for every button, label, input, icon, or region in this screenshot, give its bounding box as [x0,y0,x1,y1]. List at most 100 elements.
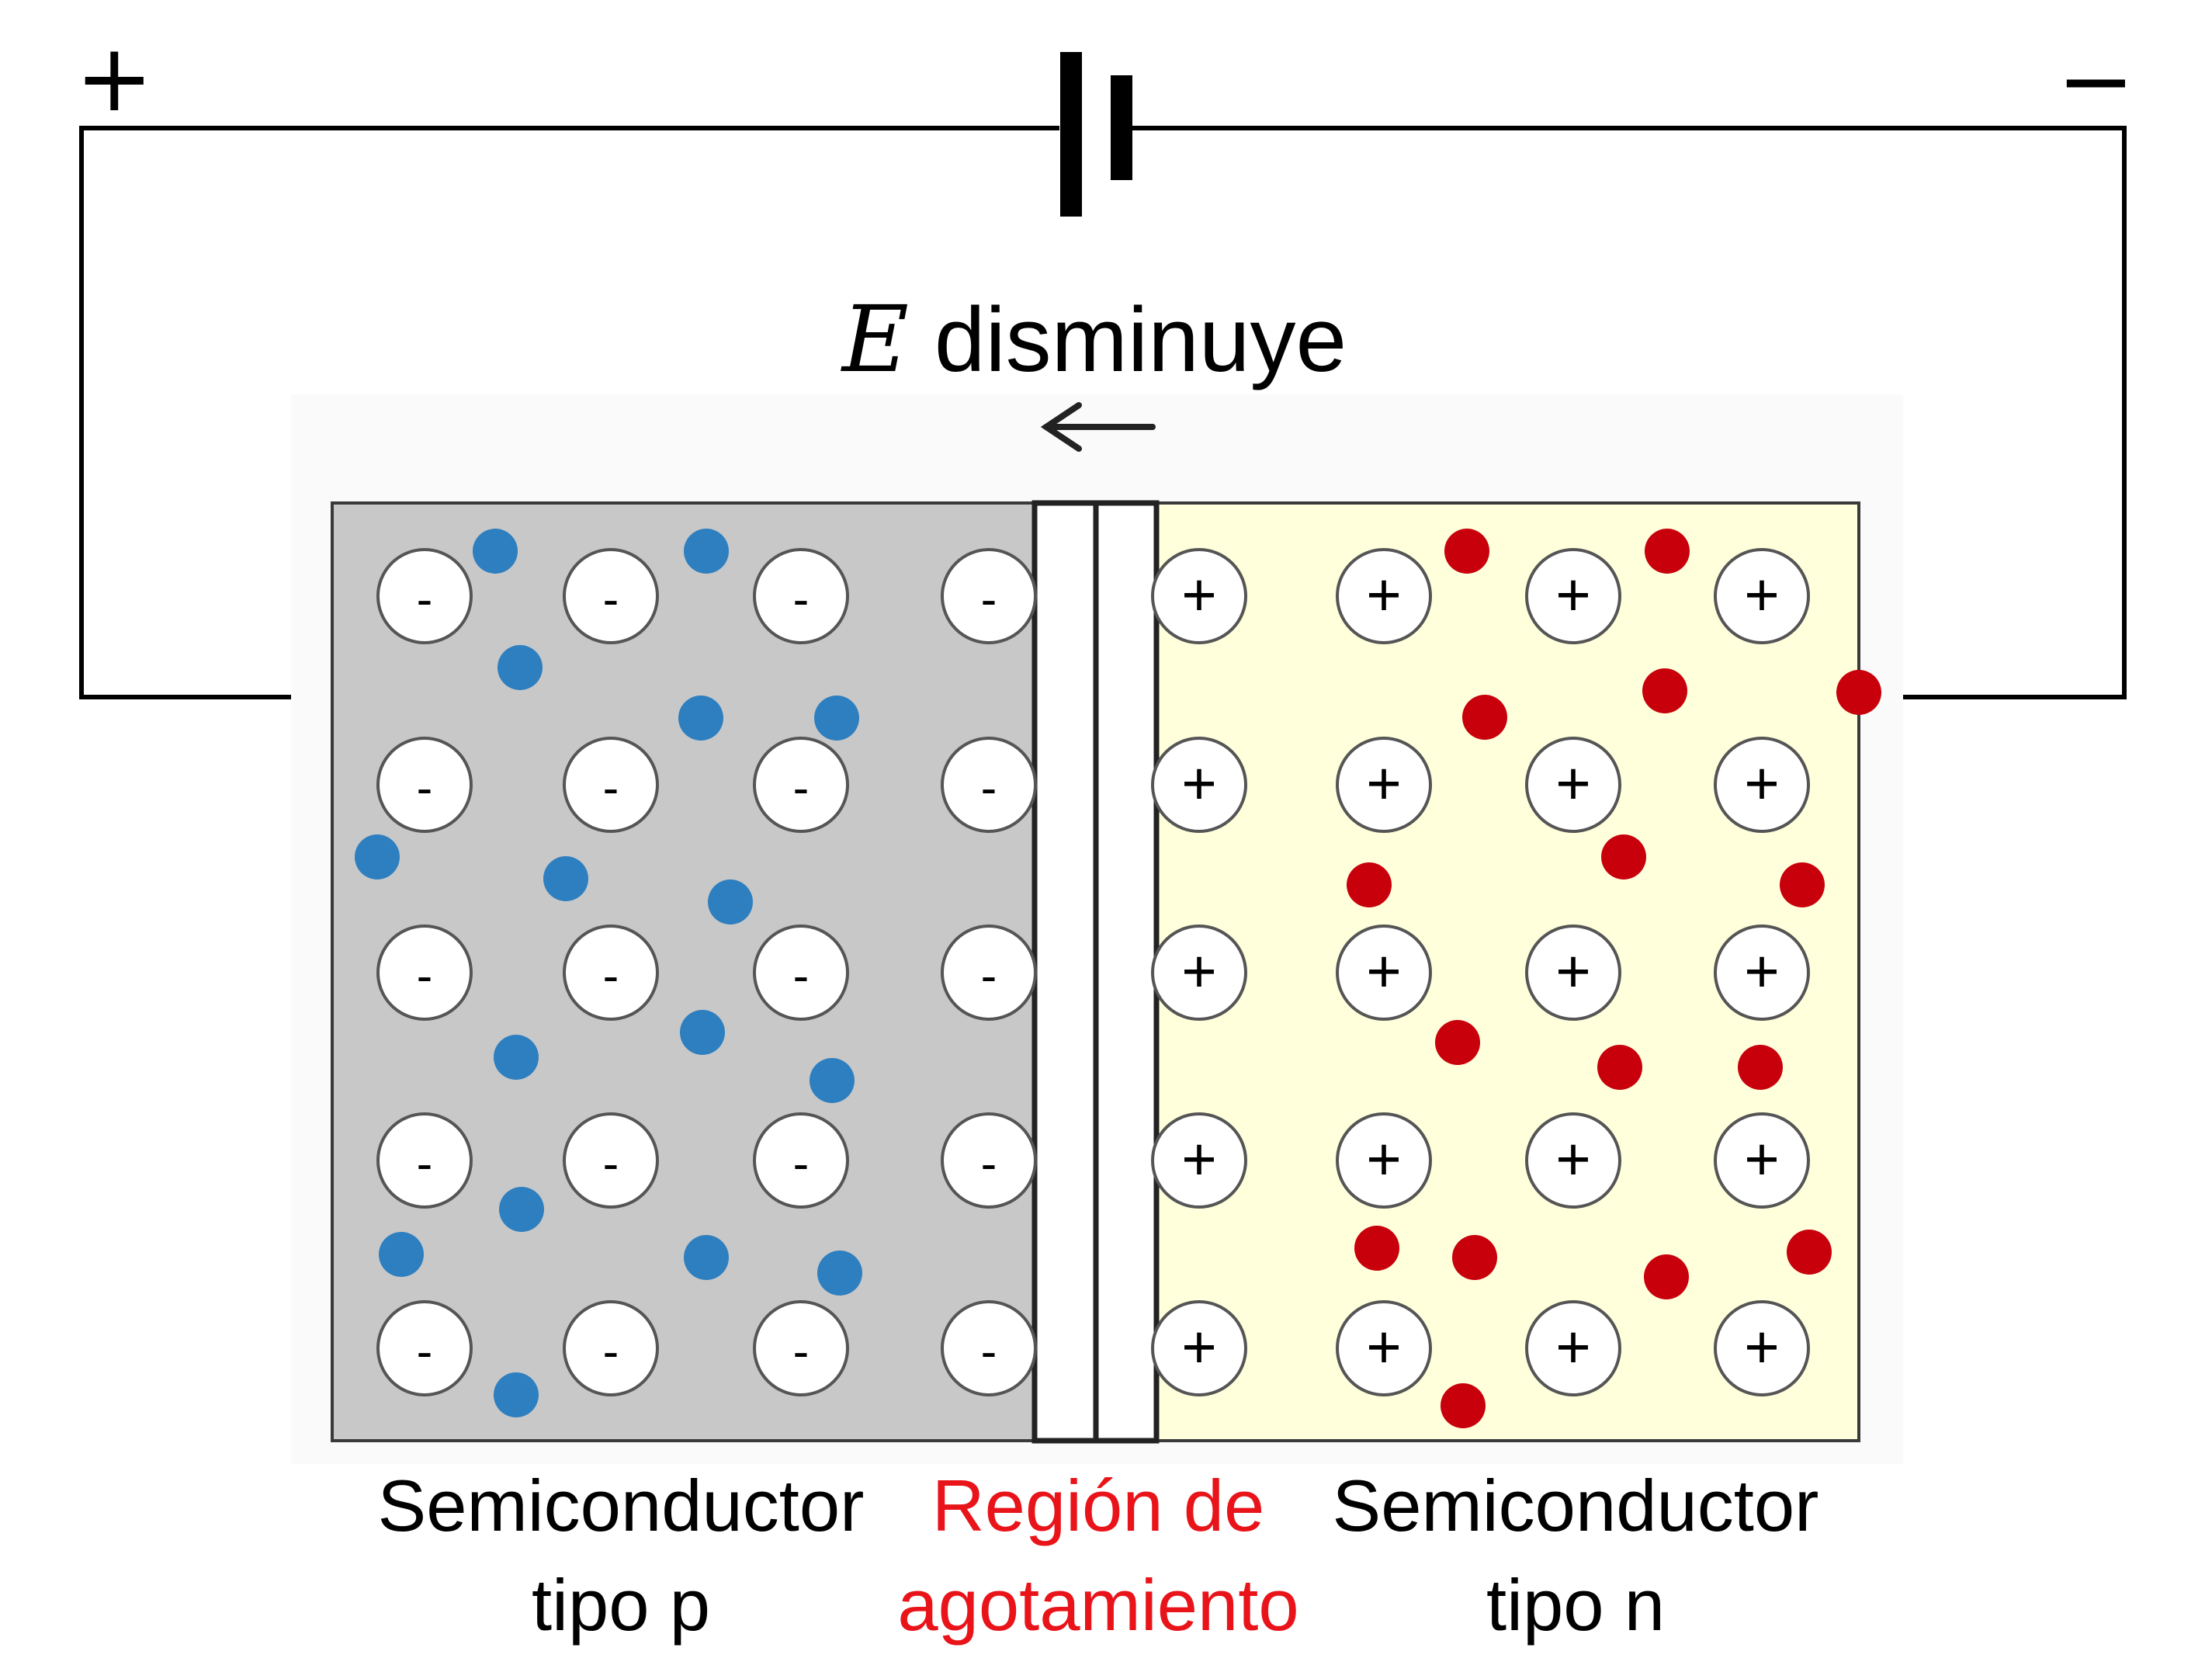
acceptor-ion-sign: - [981,573,997,626]
donor-ion-sign: + [1366,749,1402,817]
n-region-label-line2: tipo n [1486,1564,1665,1646]
donor-ion: + [1336,924,1432,1021]
acceptor-ion-sign: - [603,573,619,626]
hole-dot [494,1035,539,1080]
donor-ion-sign: + [1181,937,1217,1005]
hole-dot [814,696,859,741]
acceptor-ion-sign: - [417,949,433,1003]
electron-dot [1787,1230,1832,1275]
acceptor-ion: - [376,924,473,1021]
acceptor-ion-sign: - [603,949,619,1003]
donor-ion: + [1151,1300,1247,1396]
hole-dot [379,1232,424,1277]
donor-ion: + [1151,737,1247,833]
acceptor-ion: - [376,548,473,644]
acceptor-ion-sign: - [981,949,997,1003]
electron-dot [1836,670,1881,715]
depletion-label-line2: agotamiento [897,1564,1299,1646]
acceptor-ion-sign: - [603,761,619,815]
hole-dot [817,1251,862,1296]
p-region-label-line1: Semiconductor [377,1465,865,1546]
depletion-label-line1: Región de [931,1465,1265,1546]
donor-ion-sign: + [1555,1125,1591,1193]
acceptor-ion: - [563,924,659,1021]
donor-ion: + [1336,1112,1432,1209]
donor-ion-sign: + [1555,749,1591,817]
donor-ion-sign: + [1181,560,1217,629]
hole-dot [684,1235,729,1280]
acceptor-ion-sign: - [793,1137,810,1191]
donor-ion: + [1714,1300,1810,1396]
depletion-region [1031,500,1160,1444]
donor-ion: + [1336,1300,1432,1396]
right-wire [1125,126,2127,699]
acceptor-ion: - [941,1300,1037,1396]
donor-ion: + [1714,924,1810,1021]
donor-ion-sign: + [1555,1313,1591,1381]
donor-ion: + [1525,548,1621,644]
donor-ion-sign: + [1744,560,1780,629]
electron-dot [1780,862,1825,907]
hole-dot [684,529,729,574]
electron-dot [1601,834,1646,879]
acceptor-ion: - [563,548,659,644]
acceptor-ion-sign: - [793,949,810,1003]
hole-dot [499,1187,544,1232]
donor-ion: + [1525,1300,1621,1396]
field-symbol: E [841,286,910,393]
battery-long-plate [1060,52,1082,217]
electron-dot [1452,1235,1497,1280]
donor-ion-sign: + [1181,749,1217,817]
donor-ion-sign: + [1744,1313,1780,1381]
depletion-left-band [1031,500,1099,1444]
acceptor-ion: - [941,737,1037,833]
acceptor-ion: - [941,1112,1037,1209]
battery-icon [1060,52,1132,217]
donor-ion: + [1525,1112,1621,1209]
acceptor-ion-sign: - [793,573,810,626]
depletion-region-label: Región de agotamiento [830,1456,1366,1655]
acceptor-ion: - [376,1112,473,1209]
left-arrow-icon [1040,402,1156,452]
donor-ion-sign: + [1366,937,1402,1005]
acceptor-ion-sign: - [981,761,997,815]
field-description: disminuye [934,289,1347,391]
donor-ion: + [1151,1112,1247,1209]
electron-dot [1738,1045,1783,1090]
n-region-label: Semiconductor tipo n [1296,1456,1855,1655]
hole-dot [680,1010,725,1055]
donor-ion-sign: + [1744,937,1780,1005]
acceptor-ion-sign: - [793,761,810,815]
battery-negative-sign: − [2057,27,2135,135]
ion-layer: ----++++----++++----++++----++++----++++ [376,548,1810,1396]
hole-dot [708,879,753,924]
electron-dot [1462,695,1507,740]
donor-ion-sign: + [1366,1125,1402,1193]
acceptor-ion: - [753,1112,849,1209]
acceptor-ion-sign: - [603,1137,619,1191]
field-label: E disminuye [823,289,1366,390]
electron-dot [1347,862,1392,907]
donor-ion-sign: + [1181,1313,1217,1381]
p-region-label: Semiconductor tipo p [342,1456,900,1655]
electron-dot [1354,1226,1399,1271]
acceptor-ion-sign: - [981,1325,997,1379]
hole-dot [355,834,400,879]
electron-dot [1435,1020,1480,1065]
acceptor-ion: - [941,548,1037,644]
depletion-right-band [1093,500,1160,1444]
p-region-label-line2: tipo p [532,1564,710,1646]
donor-ion: + [1336,548,1432,644]
acceptor-ion-sign: - [981,1137,997,1191]
electron-dot [1597,1045,1642,1090]
donor-ion: + [1714,548,1810,644]
acceptor-ion: - [753,737,849,833]
acceptor-ion-sign: - [793,1325,810,1379]
acceptor-ion-sign: - [603,1325,619,1379]
donor-ion-sign: + [1181,1125,1217,1193]
electron-dot [1441,1383,1486,1428]
electron-dot [1444,529,1489,574]
donor-ion-sign: + [1555,560,1591,629]
donor-ion-sign: + [1744,1125,1780,1193]
